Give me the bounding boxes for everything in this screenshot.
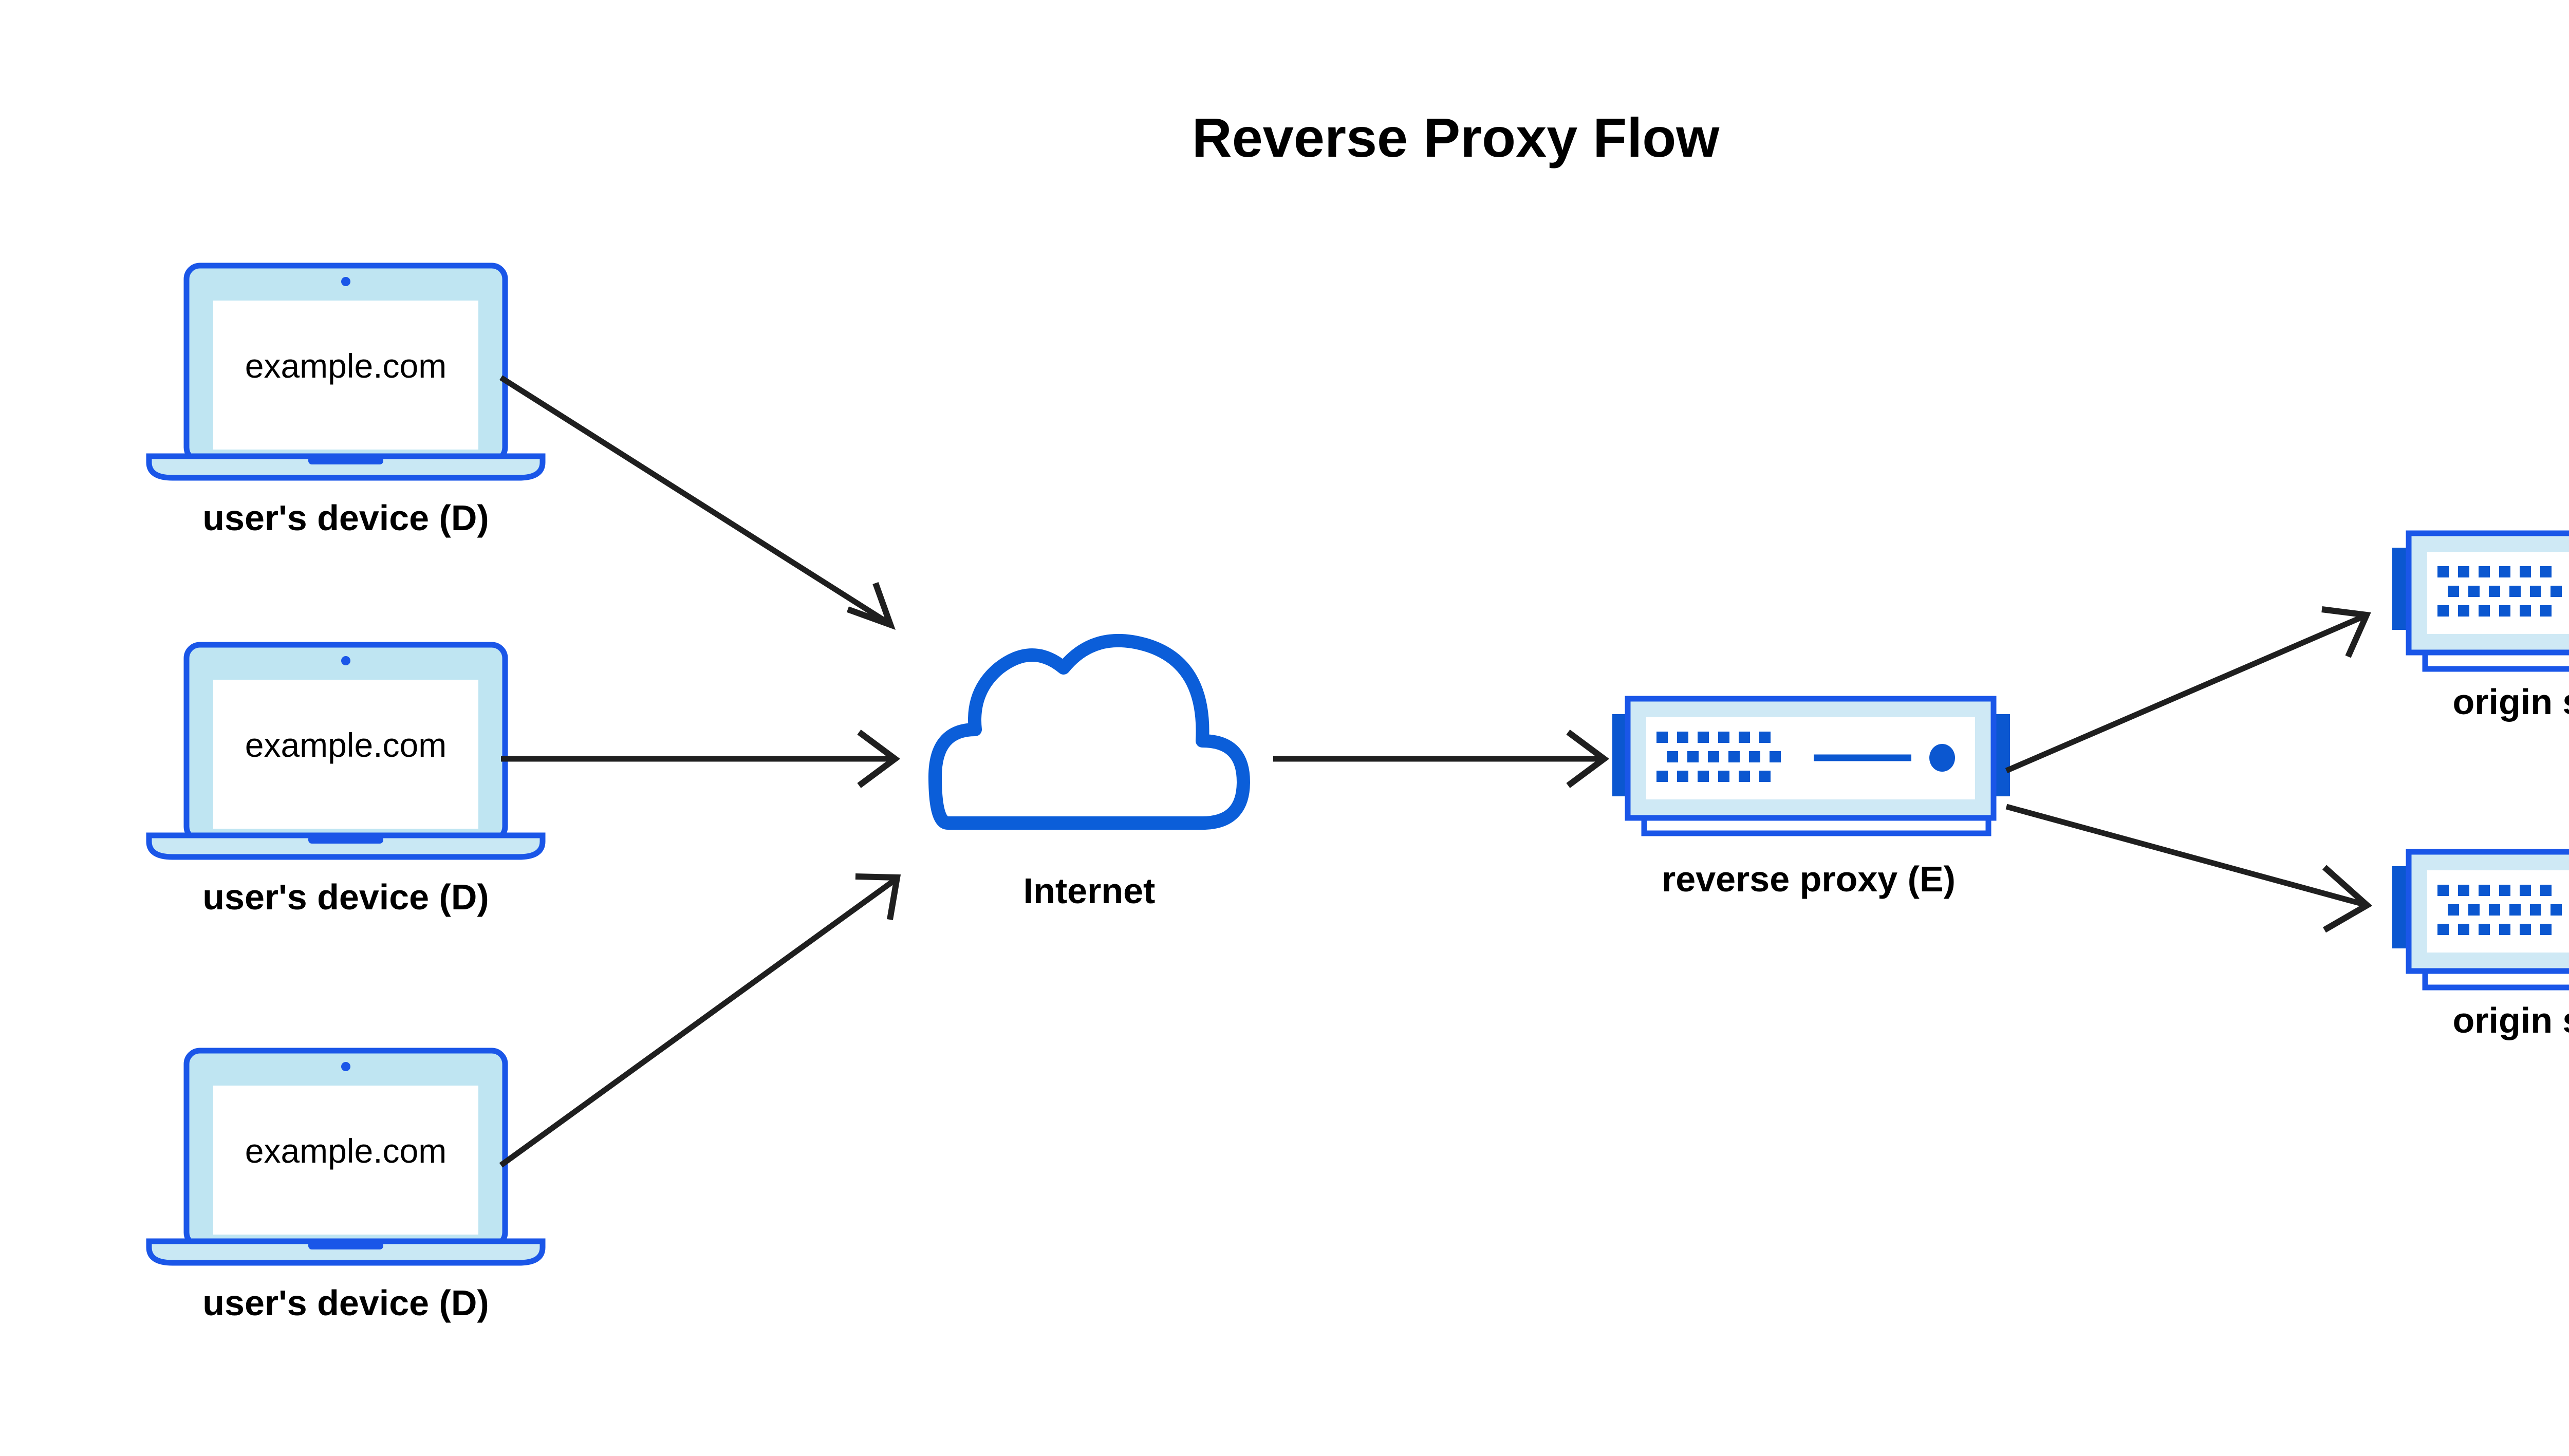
edge-internet-to-proxy: [1273, 730, 1610, 788]
client-screen-text: example.com: [245, 347, 447, 385]
arrow-head-icon: [1566, 730, 1610, 788]
node-client-1[interactable]: example.com user's device (D): [146, 263, 546, 538]
server-icon: [2392, 530, 2569, 672]
edge-proxy-to-origin2: [2005, 804, 2373, 933]
node-origin-1[interactable]: origin server (F): [2392, 530, 2569, 722]
laptop-icon: [146, 1048, 546, 1266]
edge-line: [499, 878, 896, 1168]
laptop-camera-icon: [341, 277, 350, 286]
server-icon: [1612, 696, 2010, 836]
node-client-2[interactable]: example.com user's device (D): [146, 642, 546, 917]
laptop-icon: [146, 642, 546, 860]
server-status-circle: [1929, 744, 1955, 772]
cloud-icon: [928, 633, 1250, 830]
origin-2-label: origin server (F): [2453, 1000, 2569, 1040]
edge-line: [499, 375, 888, 624]
reverse-proxy-label: reverse proxy (E): [1662, 859, 1956, 899]
laptop-screen: [213, 680, 478, 829]
arrow-head-icon: [2322, 865, 2373, 933]
laptop-screen: [213, 301, 478, 450]
edge-line: [2005, 613, 2365, 774]
client-screen-text: example.com: [245, 1132, 447, 1170]
edge-line: [2005, 804, 2365, 907]
edge-client1-to-internet: [499, 375, 896, 630]
laptop-icon: [146, 263, 546, 481]
internet-label: Internet: [1023, 871, 1156, 911]
arrow-head-icon: [846, 582, 896, 630]
laptop-trackpad-notch: [308, 1241, 383, 1249]
server-panel: [1646, 717, 1975, 799]
client-1-label: user's device (D): [202, 498, 489, 538]
edge-client3-to-internet: [499, 873, 901, 1168]
laptop-base: [146, 832, 546, 860]
node-client-3[interactable]: example.com user's device (D): [146, 1048, 546, 1323]
server-led-grid: [1656, 732, 1781, 782]
origin-1-label: origin server (F): [2453, 682, 2569, 722]
laptop-trackpad-notch: [308, 456, 383, 464]
laptop-camera-icon: [341, 1062, 350, 1071]
laptop-camera-icon: [341, 656, 350, 665]
laptop-base: [146, 1238, 546, 1266]
arrow-head-icon: [2321, 606, 2371, 658]
server-led-grid: [2437, 885, 2562, 935]
server-icon: [2392, 849, 2569, 991]
laptop-screen: [213, 1086, 478, 1235]
edge-client2-to-internet: [501, 730, 901, 788]
server-led-grid: [2437, 566, 2562, 617]
client-screen-text: example.com: [245, 726, 447, 764]
laptop-base: [146, 453, 546, 481]
page-title: Reverse Proxy Flow: [1192, 106, 1720, 169]
edge-proxy-to-origin1: [2005, 606, 2371, 774]
client-3-label: user's device (D): [202, 1283, 489, 1323]
arrow-head-icon: [855, 873, 901, 921]
node-reverse-proxy[interactable]: reverse proxy (E): [1612, 696, 2010, 899]
node-origin-2[interactable]: origin server (F): [2392, 849, 2569, 1040]
client-2-label: user's device (D): [202, 877, 489, 917]
laptop-trackpad-notch: [308, 835, 383, 844]
node-internet[interactable]: Internet: [928, 633, 1250, 911]
arrow-head-icon: [857, 730, 901, 788]
